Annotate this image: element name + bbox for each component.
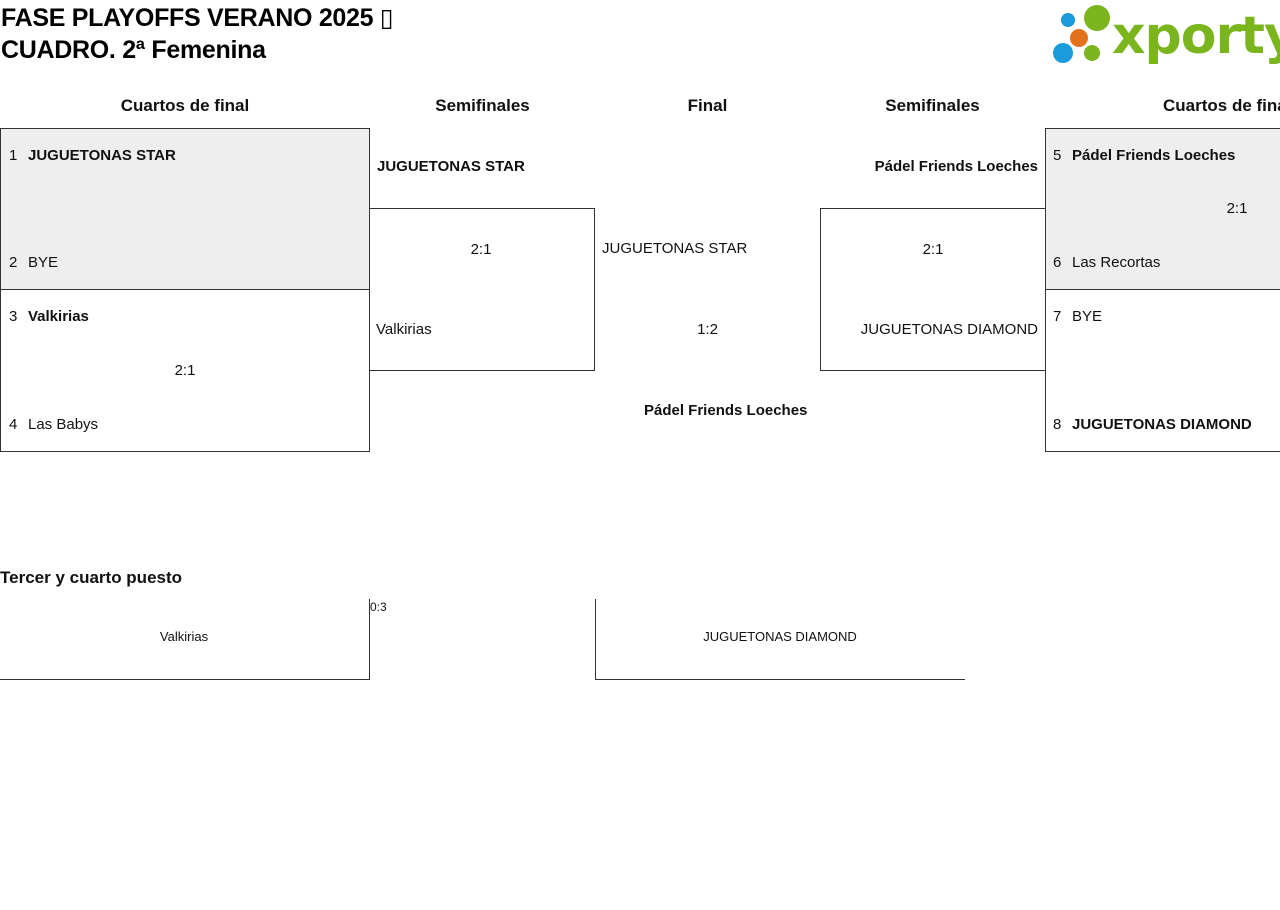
seed-number: 4 — [9, 416, 18, 433]
match-score: 2:1 — [922, 241, 944, 258]
team-row: 7 BYE — [1053, 308, 1102, 325]
third-place-score: 0:3 — [370, 600, 387, 614]
page-title: FASE PLAYOFFS VERANO 2025 ▯ — [1, 4, 394, 32]
third-place-heading: Tercer y cuarto puesto — [0, 568, 183, 587]
team-name: Las Recortas — [1072, 254, 1161, 271]
seed-number: 3 — [9, 308, 18, 325]
right-quarter-match-2: 7 BYE 8 JUGUETONAS DIAMOND — [1045, 289, 1280, 452]
third-place-team-a: Valkirias — [159, 629, 209, 644]
team-name: BYE — [28, 254, 59, 271]
final-header: Final — [687, 96, 728, 115]
final-winner: Pádel Friends Loeches — [644, 402, 808, 419]
right-semi-team-b: JUGUETONAS DIAMOND — [860, 321, 1038, 338]
third-place-team-a-box: Valkirias — [0, 599, 370, 680]
match-score: 2:1 — [470, 241, 492, 258]
final-team-a: JUGUETONAS STAR — [602, 240, 748, 257]
final-score: 1:2 — [697, 321, 718, 338]
page-subtitle: CUADRO. 2ª Femenina — [1, 36, 266, 64]
seed-number: 7 — [1053, 308, 1062, 325]
left-quarter-match-1: 1 JUGUETONAS STAR 2 BYE — [0, 128, 370, 290]
seed-number: 1 — [9, 147, 18, 164]
team-name: Valkirias — [28, 308, 89, 325]
right-semis-header: Semifinales — [885, 96, 980, 115]
xporty-logo: xporty — [1050, 4, 1280, 68]
right-semi-team-a: Pádel Friends Loeches — [874, 158, 1038, 175]
left-semis-header: Semifinales — [435, 96, 530, 115]
team-name: Pádel Friends Loeches — [1072, 147, 1236, 164]
right-quarter-match-1: 5 Pádel Friends Loeches 2:1 6 Las Recort… — [1045, 128, 1280, 290]
team-row: 4 Las Babys — [9, 416, 98, 433]
third-place-team-b: JUGUETONAS DIAMOND — [703, 629, 857, 644]
left-semi-bracket: 2:1 Valkirias — [369, 208, 595, 371]
team-name: JUGUETONAS DIAMOND — [1072, 416, 1252, 433]
seed-number: 8 — [1053, 416, 1062, 433]
seed-number: 5 — [1053, 147, 1062, 164]
team-row: 5 Pádel Friends Loeches — [1053, 147, 1235, 164]
left-quarter-match-2: 3 Valkirias 2:1 4 Las Babys — [0, 289, 370, 452]
team-row: 1 JUGUETONAS STAR — [9, 147, 176, 164]
right-quarters-header: Cuartos de final — [1163, 96, 1280, 115]
team-row: 8 JUGUETONAS DIAMOND — [1053, 416, 1252, 433]
team-name: Las Babys — [28, 416, 99, 433]
right-semi-bracket: 2:1 JUGUETONAS DIAMOND — [820, 208, 1046, 371]
match-score: 2:1 — [1226, 200, 1248, 217]
third-place-team-b-box: JUGUETONAS DIAMOND — [595, 599, 965, 680]
match-score: 2:1 — [174, 362, 196, 379]
xporty-logo-text: xporty — [1112, 6, 1280, 66]
team-name: BYE — [1072, 308, 1103, 325]
team-name: JUGUETONAS STAR — [28, 147, 176, 164]
xporty-logo-dots — [1053, 5, 1110, 63]
left-semi-team-a: JUGUETONAS STAR — [377, 158, 525, 175]
seed-number: 6 — [1053, 254, 1062, 271]
left-quarters-header: Cuartos de final — [120, 96, 250, 115]
team-row: 3 Valkirias — [9, 308, 89, 325]
seed-number: 2 — [9, 254, 18, 271]
team-row: 2 BYE — [9, 254, 58, 271]
left-semi-team-b: Valkirias — [376, 321, 432, 338]
team-row: 6 Las Recortas — [1053, 254, 1160, 271]
